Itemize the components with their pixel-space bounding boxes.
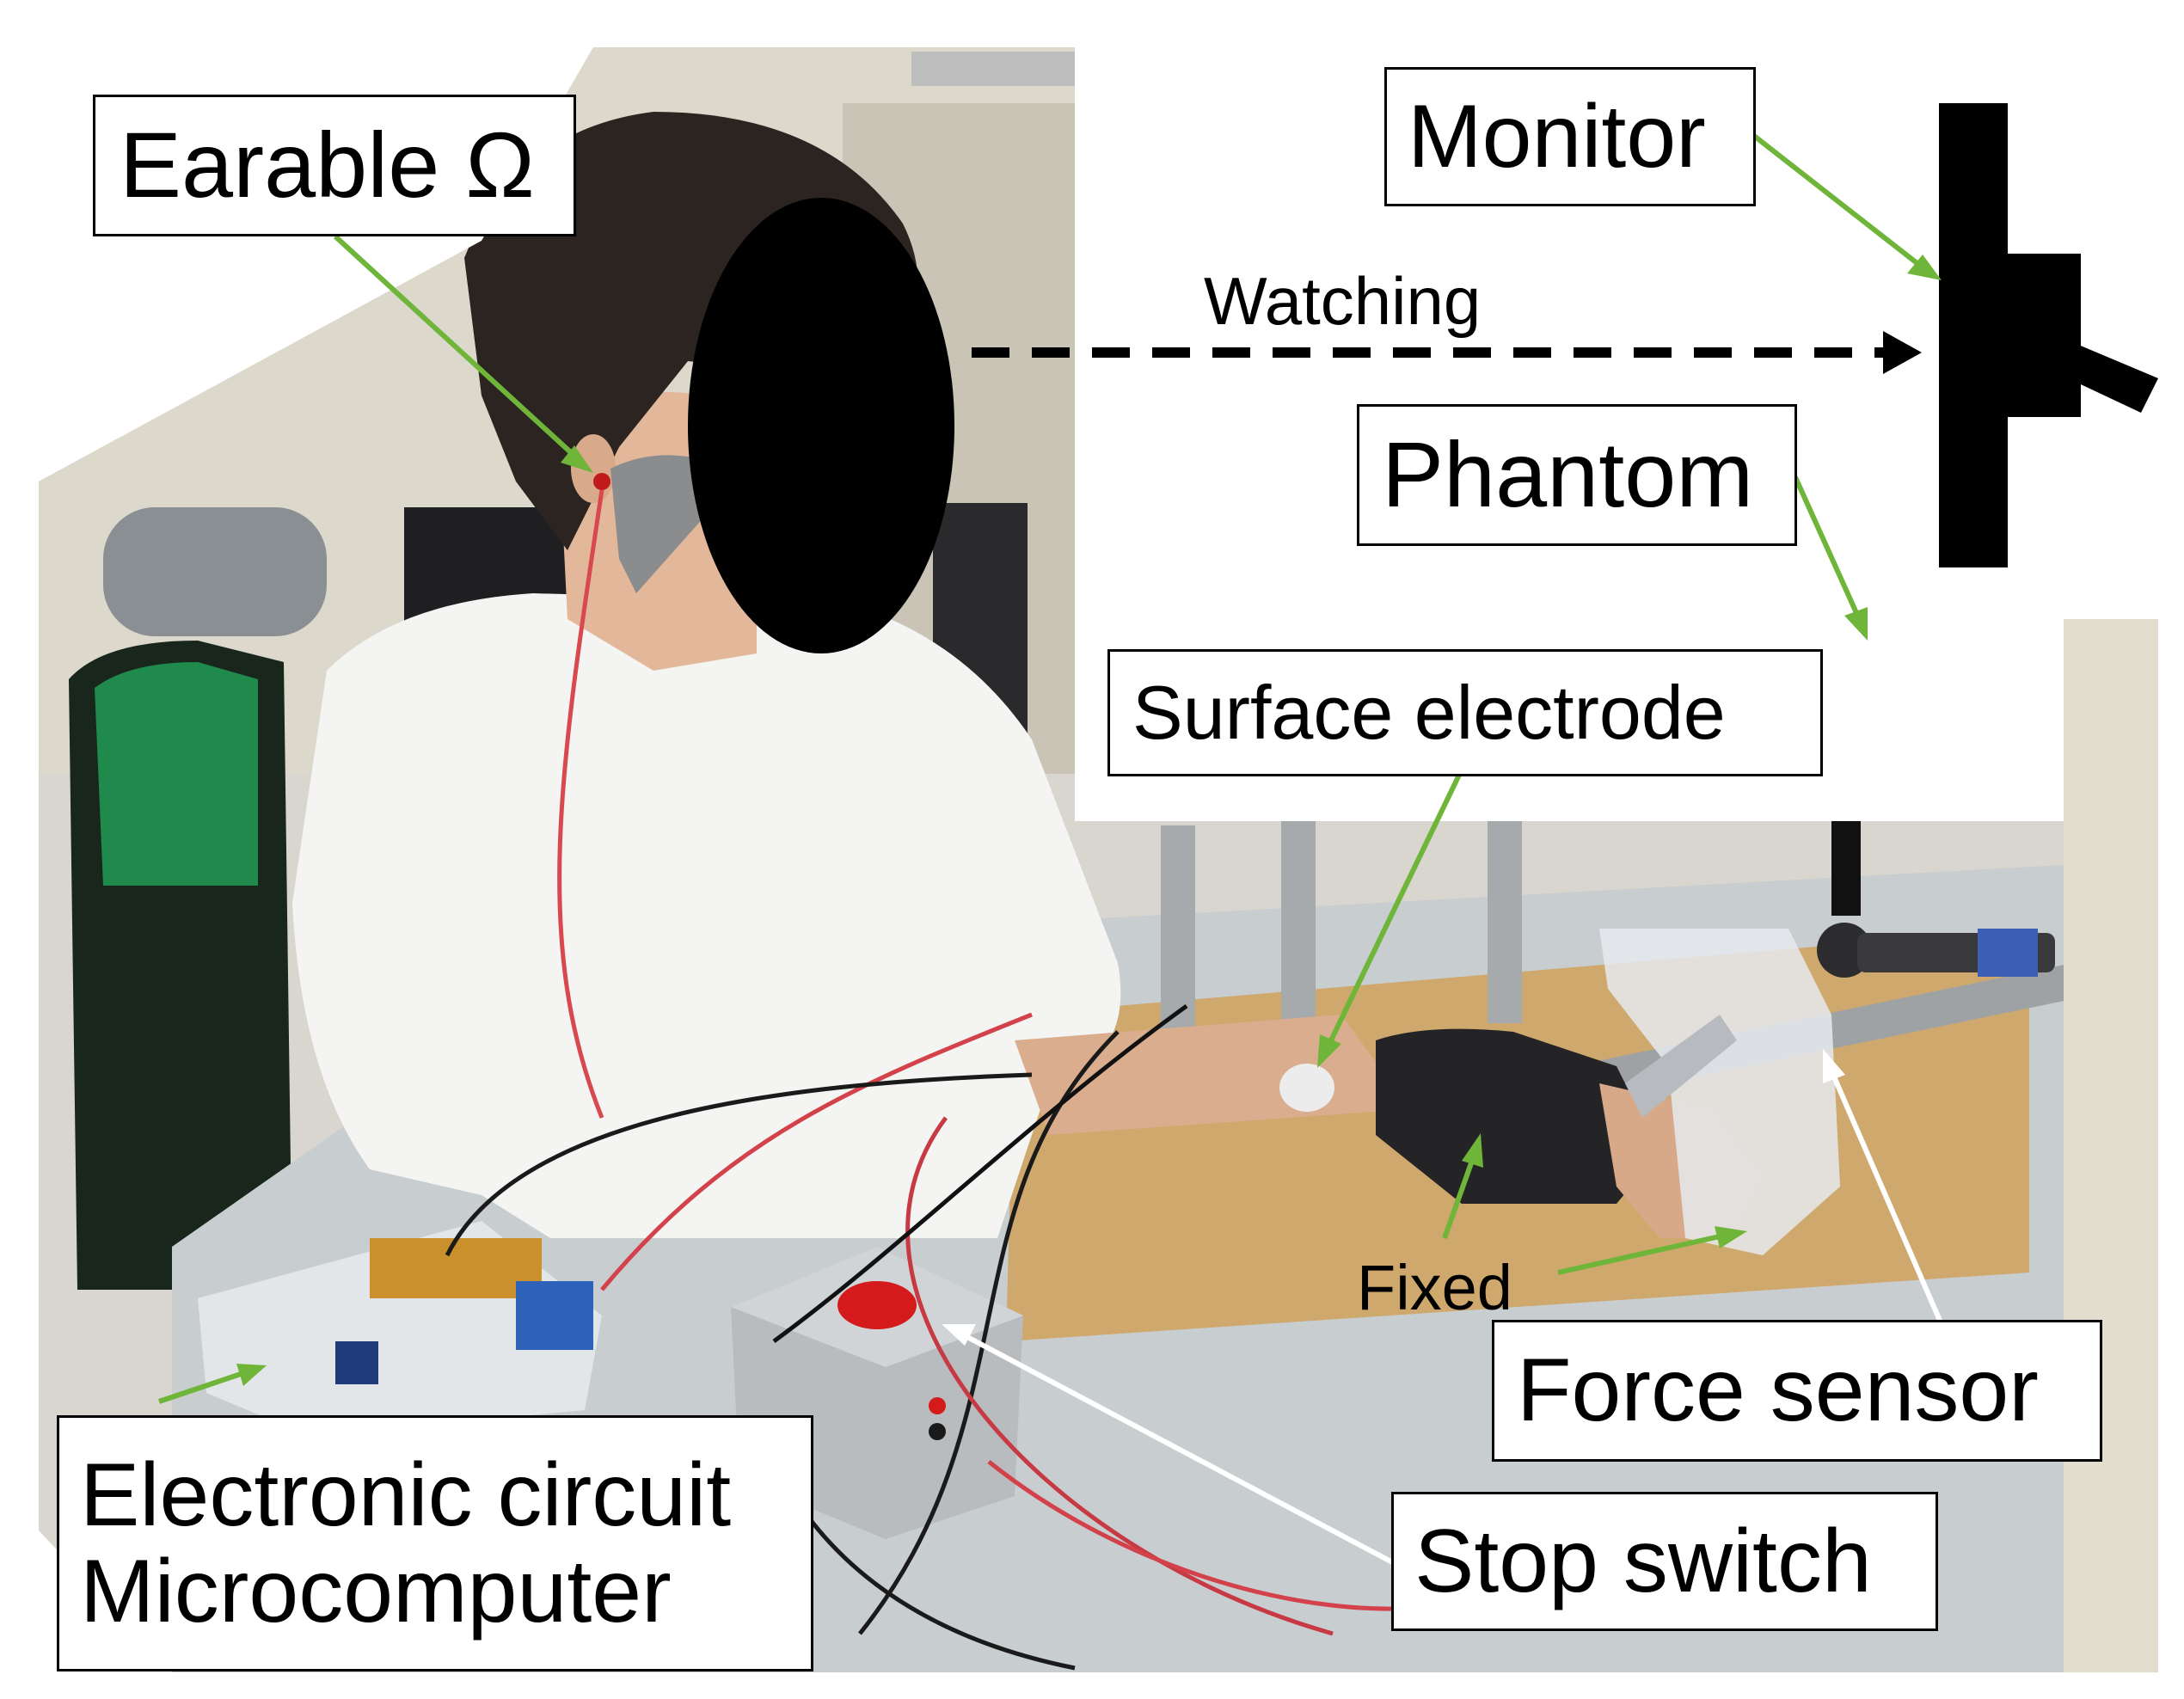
label-earable: Earable Ω	[93, 95, 576, 236]
label-surface-electrode: Surface electrode	[1107, 649, 1823, 776]
face-censor-oval	[688, 198, 954, 653]
label-phantom: Phantom	[1357, 404, 1797, 546]
label-monitor-text: Monitor	[1408, 86, 1706, 187]
arrow-monitor	[1752, 133, 1942, 280]
label-monitor: Monitor	[1384, 67, 1756, 206]
monitor-schematic-icon	[1939, 103, 2158, 567]
label-watching: Watching	[1204, 263, 1482, 339]
arrow-fixed-hand	[1557, 1226, 1747, 1275]
photo-right-strip	[2064, 619, 2158, 1672]
arrow-electronic-circuit	[158, 1364, 267, 1404]
label-earable-text: Earable Ω	[120, 113, 535, 218]
label-fixed: Fixed	[1357, 1252, 1512, 1323]
label-force-sensor-text: Force sensor	[1517, 1340, 2039, 1441]
label-stop-switch: Stop switch	[1391, 1492, 1938, 1631]
label-stop-switch-text: Stop switch	[1414, 1511, 1872, 1611]
arrow-stop-switch	[942, 1324, 1399, 1567]
label-phantom-text: Phantom	[1382, 422, 1754, 527]
label-electronic-circuit: Electronic circuit Microcomputer	[57, 1415, 813, 1671]
watching-arrow	[972, 331, 1922, 374]
pointer-arrows	[158, 133, 1942, 1404]
label-electronic-circuit-line2: Microcomputer	[80, 1542, 672, 1641]
pointer-arrows-white	[942, 1049, 1946, 1567]
arrow-fixed-brace	[1442, 1133, 1483, 1240]
label-force-sensor: Force sensor	[1492, 1320, 2102, 1462]
arrow-phantom	[1793, 475, 1868, 641]
arrow-surface-electrode	[1317, 768, 1464, 1068]
arrow-earable	[333, 234, 593, 473]
arrow-force-sensor	[1823, 1049, 1946, 1330]
label-electronic-circuit-line1: Electronic circuit	[80, 1444, 732, 1545]
label-surface-electrode-text: Surface electrode	[1132, 670, 1726, 756]
